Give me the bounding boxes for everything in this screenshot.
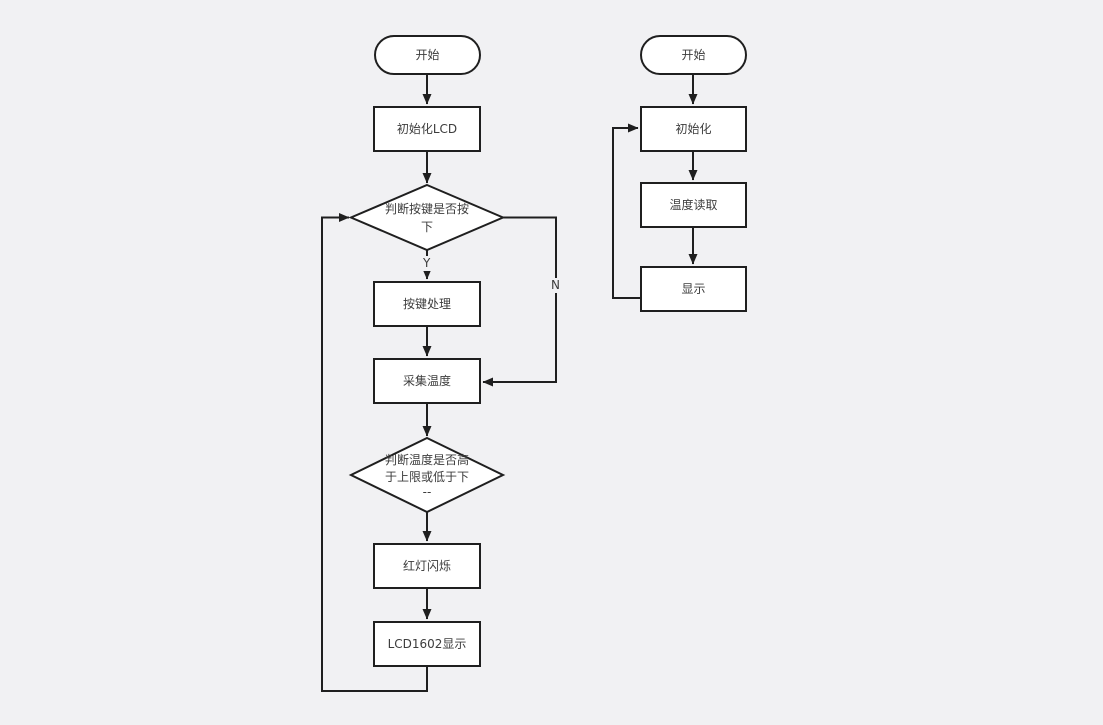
left-start-label: 开始 (415, 48, 440, 62)
init-node: 初始化 (640, 106, 747, 152)
lcd-display-label: LCD1602显示 (387, 637, 467, 651)
key-decision-text: 判断按键是否按 下 (352, 186, 502, 249)
init-lcd-label: 初始化LCD (396, 122, 458, 136)
display-node: 显示 (640, 266, 747, 312)
init-lcd-node: 初始化LCD (373, 106, 481, 152)
red-light-node: 红灯闪烁 (373, 543, 481, 589)
red-light-label: 红灯闪烁 (402, 559, 451, 573)
key-process-label: 按键处理 (402, 297, 451, 311)
key-decision-diamond (351, 185, 503, 250)
left-start-node: 开始 (374, 35, 481, 75)
init-label: 初始化 (675, 122, 712, 136)
lcd-display-node: LCD1602显示 (373, 621, 481, 667)
arrow-lcd-loop-back (322, 213, 427, 692)
temp-decision-line3: -- (422, 485, 432, 499)
collect-temp-node: 采集温度 (373, 358, 481, 404)
temp-read-node: 温度读取 (640, 182, 747, 228)
temp-decision-diamond (351, 438, 503, 512)
temp-read-label: 温度读取 (669, 198, 718, 212)
display-label: 显示 (681, 282, 706, 296)
arrow-keydecision-no (482, 218, 556, 387)
branch-yes-label: Y (420, 256, 434, 271)
key-decision-line1: 判断按键是否按 (384, 201, 469, 216)
right-start-node: 开始 (640, 35, 747, 75)
right-start-label: 开始 (681, 48, 706, 62)
key-process-node: 按键处理 (373, 281, 481, 327)
temp-decision-line2: 于上限或低于下 (384, 470, 469, 484)
key-decision-line2: 下 (420, 219, 433, 234)
arrow-display-loop-back (613, 123, 640, 298)
temp-decision-line1: 判断温度是否高 (384, 453, 469, 467)
collect-temp-label: 采集温度 (402, 374, 451, 388)
temp-decision-text: 判断温度是否高 于上限或低于下 -- (352, 440, 502, 510)
branch-no-label: N (548, 278, 563, 293)
